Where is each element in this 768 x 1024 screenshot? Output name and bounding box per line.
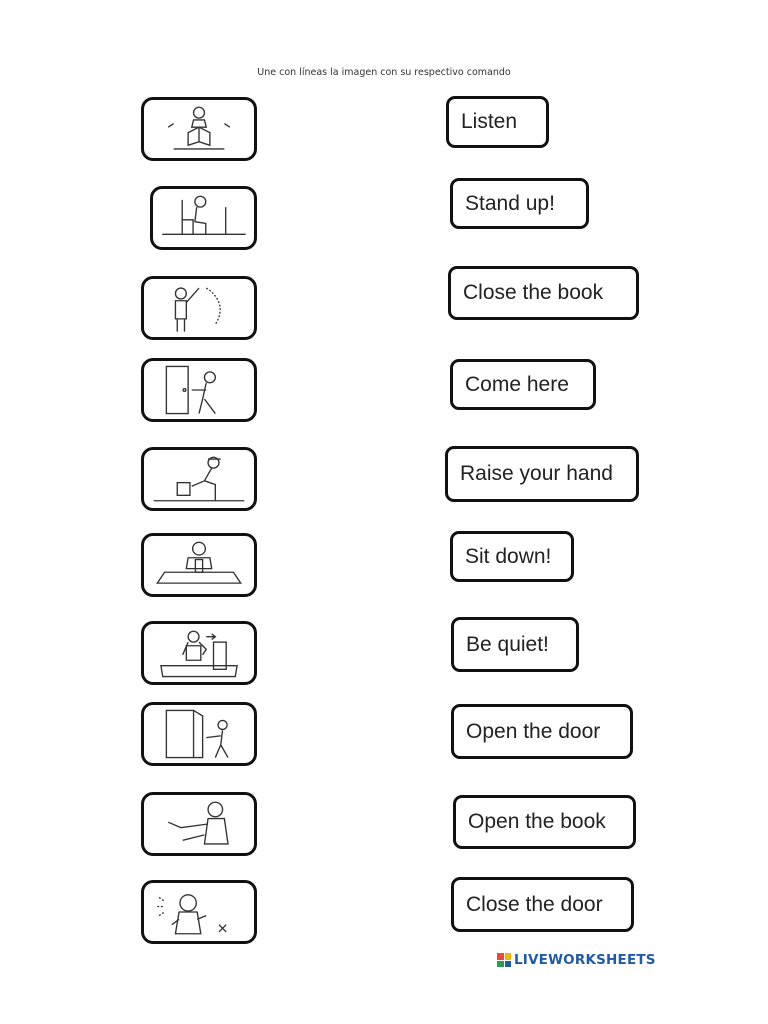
command-label: Open the book [468, 810, 606, 833]
stand-up-from-chair-icon [162, 195, 246, 235]
picture-card-5[interactable] [141, 447, 257, 511]
command-card-4[interactable]: Come here [450, 359, 596, 410]
command-card-3[interactable]: Close the book [448, 266, 639, 320]
come-here-icon [167, 801, 229, 845]
command-card-9[interactable]: Open the book [453, 795, 636, 849]
command-label: Sit down! [465, 544, 552, 568]
sit-at-desk-icon [156, 541, 242, 584]
command-card-7[interactable]: Be quiet! [451, 617, 579, 672]
picture-card-6[interactable] [141, 533, 257, 597]
picture-card-4[interactable] [141, 358, 257, 422]
listen-icon [157, 894, 227, 935]
command-label: Close the door [466, 892, 603, 916]
picture-card-7[interactable] [141, 621, 257, 685]
picture-card-9[interactable] [141, 792, 257, 856]
reading-book-icon [167, 106, 231, 150]
picture-card-10[interactable] [141, 880, 257, 944]
command-label: Open the door [466, 719, 601, 743]
brand-name: LIVEWORKSHEETS [514, 952, 656, 968]
command-label: Come here [465, 372, 569, 396]
logo-grid-icon [497, 953, 511, 967]
quiet-student-icon [160, 630, 238, 678]
command-label: Listen [461, 110, 518, 133]
instruction-text: Une con líneas la imagen con su respecti… [257, 67, 511, 78]
command-card-6[interactable]: Sit down! [450, 531, 574, 582]
open-door-icon [165, 709, 229, 759]
command-label: Close the book [463, 281, 604, 304]
command-card-5[interactable]: Raise your hand [445, 446, 639, 502]
close-door-icon [165, 365, 216, 415]
picture-card-8[interactable] [141, 702, 257, 766]
pick-up-icon [153, 456, 245, 502]
command-label: Raise your hand [460, 462, 613, 485]
picture-card-3[interactable] [141, 276, 257, 340]
liveworksheets-logo: LIVEWORKSHEETS [497, 952, 656, 968]
command-card-2[interactable]: Stand up! [450, 178, 589, 229]
command-card-8[interactable]: Open the door [451, 704, 633, 759]
raise-hand-icon [174, 287, 221, 332]
command-label: Stand up! [465, 191, 555, 215]
command-card-1[interactable]: Listen [446, 96, 549, 148]
picture-card-2[interactable] [150, 186, 257, 250]
picture-card-1[interactable] [141, 97, 257, 161]
command-card-10[interactable]: Close the door [451, 877, 634, 932]
command-label: Be quiet! [466, 632, 549, 656]
